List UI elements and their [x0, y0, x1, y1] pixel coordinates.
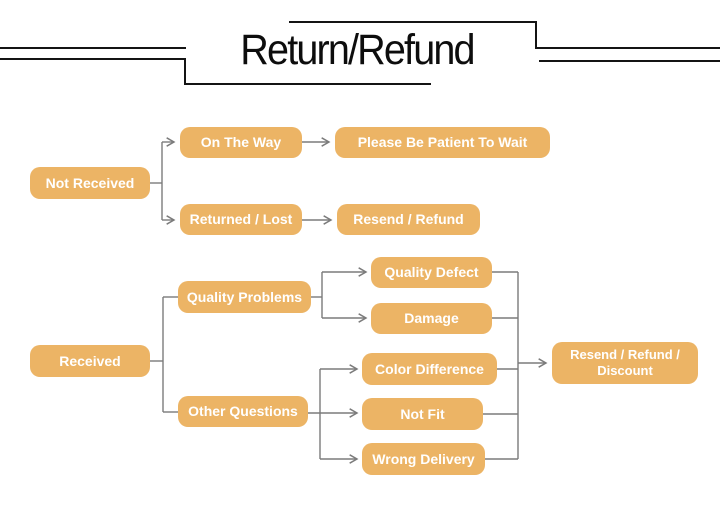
node-resend-refund-discount: Resend / Refund / Discount	[552, 342, 698, 384]
node-not-fit: Not Fit	[362, 398, 483, 430]
node-other-questions: Other Questions	[178, 396, 308, 427]
node-quality-defect: Quality Defect	[371, 257, 492, 288]
node-received: Received	[30, 345, 150, 377]
node-returned-lost: Returned / Lost	[180, 204, 302, 235]
header-frame-line-left-vertical	[184, 58, 186, 85]
header-frame-line-under-title	[184, 83, 431, 85]
node-damage: Damage	[371, 303, 492, 334]
header-frame-line-right-lower	[539, 60, 720, 62]
node-on-the-way: On The Way	[180, 127, 302, 158]
header-frame-line-left-lower	[0, 58, 186, 60]
node-please-be-patient: Please Be Patient To Wait	[335, 127, 550, 158]
header-frame-line-right-vertical	[535, 21, 537, 49]
header-frame-line-above-title	[289, 21, 537, 23]
node-wrong-delivery: Wrong Delivery	[362, 443, 485, 475]
header-frame-line-right-upper	[535, 47, 720, 49]
header-frame-line-left-upper	[0, 47, 186, 49]
node-quality-problems: Quality Problems	[178, 281, 311, 313]
node-not-received: Not Received	[30, 167, 150, 199]
page-title: Return/Refund	[240, 26, 475, 74]
node-color-difference: Color Difference	[362, 353, 497, 385]
node-resend-refund: Resend / Refund	[337, 204, 480, 235]
